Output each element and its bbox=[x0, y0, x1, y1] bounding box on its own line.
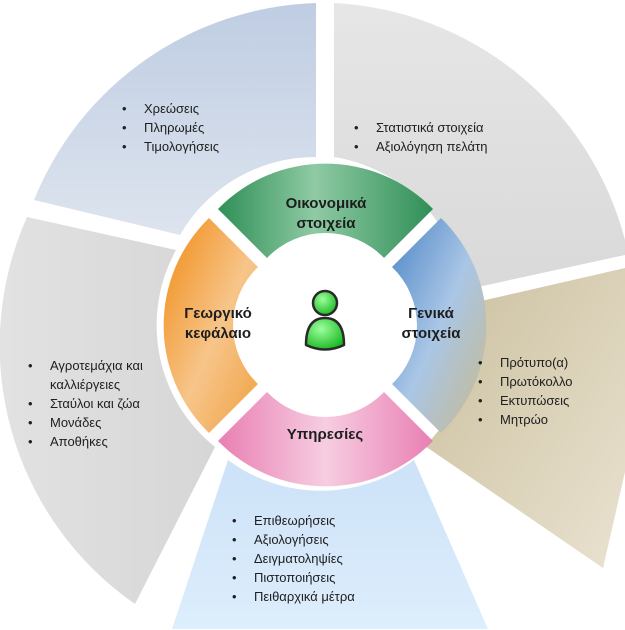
segment-title-economic-2: στοιχεία bbox=[296, 215, 356, 232]
list-item: Αξιολογήσεις bbox=[232, 530, 454, 549]
list-item: Στατιστικά στοιχεία bbox=[354, 118, 576, 137]
list-item: Πληρωμές bbox=[122, 118, 314, 137]
list-item: Χρεώσεις bbox=[122, 99, 314, 118]
list-item: Σταύλοι και ζώα bbox=[28, 394, 200, 413]
list-item: Μητρώο bbox=[478, 410, 625, 429]
segment-title-general-1: Γενικά bbox=[408, 305, 455, 322]
general-list: Πρότυπο(α) Πρωτόκολλο Εκτυπώσεις Μητρώο bbox=[474, 353, 625, 429]
list-item: Αξιολόγηση πελάτη bbox=[354, 137, 576, 156]
list-item: Μονάδες bbox=[28, 413, 200, 432]
user-icon bbox=[304, 289, 346, 351]
list-item: Τιμολογήσεις bbox=[122, 137, 314, 156]
ring-segment-right bbox=[392, 218, 487, 433]
list-item: Επιθεωρήσεις bbox=[232, 511, 454, 530]
list-item: Αγροτεμάχια και καλλιέργειες bbox=[28, 356, 200, 394]
segment-title-services: Υπηρεσίες bbox=[287, 426, 364, 443]
list-item: Πρότυπο(α) bbox=[478, 353, 625, 372]
list-item: Δειγματοληψίες bbox=[232, 549, 454, 568]
services-list: Επιθεωρήσεις Αξιολογήσεις Δειγματοληψίες… bbox=[228, 511, 454, 606]
list-item: Αποθήκες bbox=[28, 432, 200, 451]
list-item: Εκτυπώσεις bbox=[478, 391, 625, 410]
statistics-list: Στατιστικά στοιχεία Αξιολόγηση πελάτη bbox=[350, 118, 576, 156]
segment-title-general-2: στοιχεία bbox=[401, 325, 461, 342]
list-item: Πειθαρχικά μέτρα bbox=[232, 587, 454, 606]
agri-list: Αγροτεμάχια και καλλιέργειες Σταύλοι και… bbox=[24, 356, 200, 451]
segment-title-agri-1: Γεωργικό bbox=[184, 305, 252, 322]
segment-title-agri-2: κεφάλαιο bbox=[185, 325, 251, 342]
list-item: Πιστοποιήσεις bbox=[232, 568, 454, 587]
ring-segment-top bbox=[218, 163, 433, 258]
segment-title-economic-1: Οικονομικά bbox=[286, 195, 368, 212]
ring-segment-bottom bbox=[218, 392, 433, 487]
list-item: Πρωτόκολλο bbox=[478, 372, 625, 391]
billing-list: Χρεώσεις Πληρωμές Τιμολογήσεις bbox=[118, 99, 314, 156]
